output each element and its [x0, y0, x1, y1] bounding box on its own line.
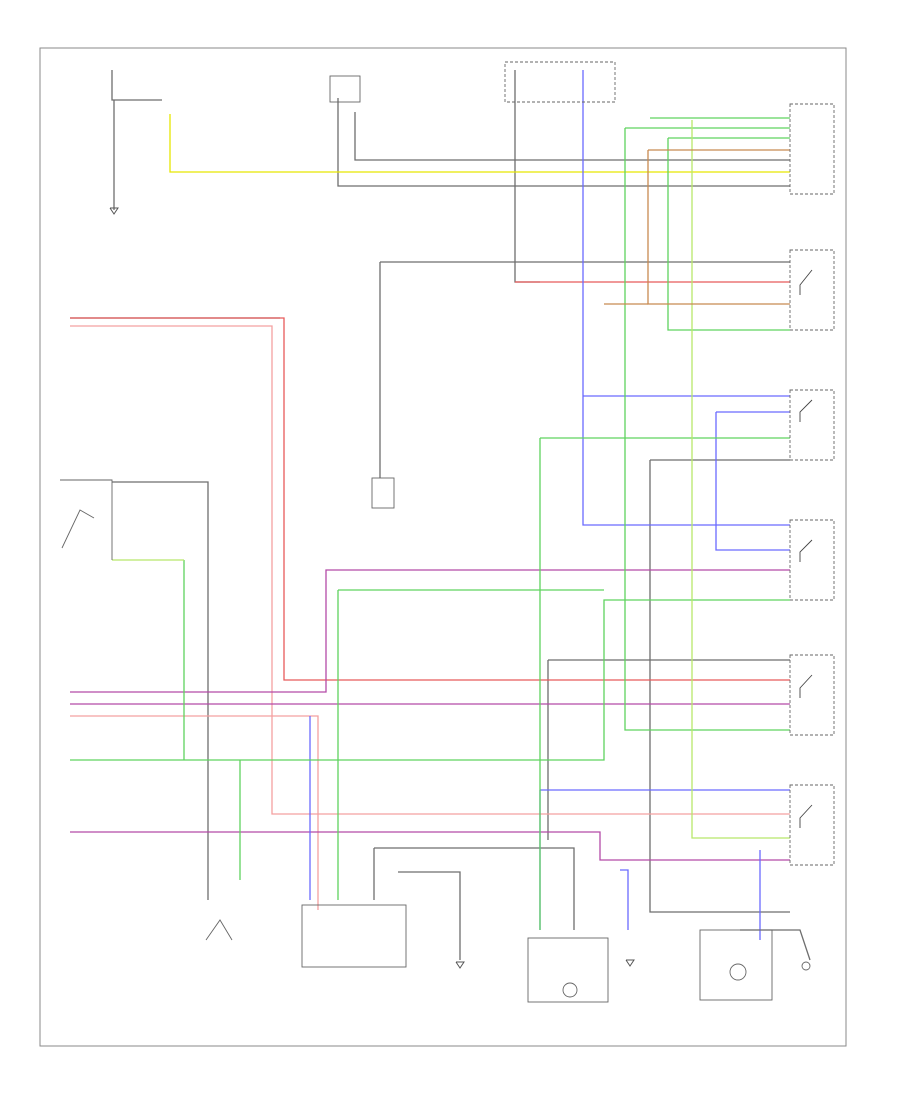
wire-purple-1	[70, 569, 790, 693]
condenser-fan-box	[527, 937, 609, 1003]
wire-gray-dual	[112, 481, 209, 900]
contact-3	[799, 539, 813, 562]
wire-green-top2v	[667, 138, 790, 331]
wire-gray-ecm	[354, 112, 790, 161]
relay-5	[789, 784, 835, 866]
wire-pink-mid	[70, 715, 319, 910]
relay-1	[789, 249, 835, 331]
contact-5	[799, 804, 813, 828]
dual-switch-arm	[61, 509, 95, 549]
compressor-clutch	[371, 477, 395, 509]
condenser-fan-motor-circle	[562, 982, 578, 998]
wire-gray-switch	[337, 98, 790, 187]
wire-blue-fuse	[582, 70, 790, 526]
wire-blue-e	[620, 869, 629, 930]
wire-pink-left	[70, 325, 790, 815]
components	[60, 61, 835, 1003]
ground-top-left	[109, 207, 119, 215]
wire-green-left	[70, 599, 790, 761]
wire-blue-bv	[715, 412, 790, 551]
wire-brown-1v	[647, 150, 790, 305]
trans-range-switch	[301, 904, 407, 968]
ground-symbol-right	[801, 961, 811, 971]
contact-2	[799, 399, 813, 422]
radiator-fan-motor-circle	[729, 963, 747, 981]
relay-3	[789, 519, 835, 601]
contact-1	[799, 269, 813, 295]
ecm-box	[789, 103, 835, 195]
wire-purple-3	[70, 831, 790, 861]
wires	[70, 70, 811, 961]
contact-4	[799, 674, 813, 698]
pressure-switch-top	[329, 75, 361, 103]
wire-green-top1v	[624, 128, 790, 731]
wire-gray-r3v	[649, 460, 790, 913]
ground-symbols	[109, 207, 635, 969]
ground-bottom-right	[625, 959, 635, 967]
dual-switch-shape	[60, 479, 113, 560]
ground-bottom-mid	[455, 961, 465, 969]
relay-2	[789, 389, 835, 461]
bottom-switch-a	[205, 919, 233, 941]
wire-red-left	[70, 317, 790, 681]
wire-ltgrn-2	[691, 120, 790, 839]
wire-yellow-top	[169, 114, 790, 173]
relay-4	[789, 654, 835, 736]
radiator-fan-box	[699, 929, 773, 1001]
wire-gray-rfan	[740, 929, 811, 961]
wire-gray-bottom-h	[374, 847, 575, 930]
wire-gray-fan	[398, 871, 461, 960]
fuse-box	[504, 61, 616, 103]
wire-gray-top-left	[111, 70, 162, 101]
diagram-frame	[39, 47, 847, 1047]
